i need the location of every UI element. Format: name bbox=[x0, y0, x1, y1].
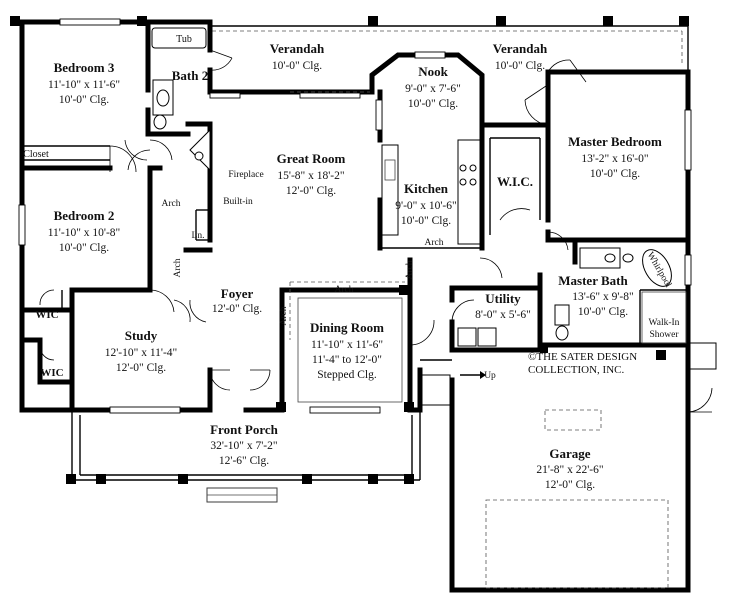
master-bedroom-dims: 13'-2" x 16'-0" bbox=[581, 153, 648, 165]
kitchen-name: Kitchen bbox=[404, 181, 449, 196]
verandah-right-name: Verandah bbox=[493, 41, 548, 56]
copyright-line2: COLLECTION, INC. bbox=[528, 364, 624, 376]
master-bedroom-name: Master Bedroom bbox=[568, 134, 662, 149]
dining-room-name: Dining Room bbox=[310, 320, 384, 335]
built-in-label: Built-in bbox=[223, 197, 253, 207]
verandah-right-clg: 10'-0" Clg. bbox=[495, 60, 545, 72]
master-bath-dims: 13'-6" x 9'-8" bbox=[572, 291, 633, 303]
kitchen-dims: 9'-0" x 10'-6" bbox=[395, 200, 456, 212]
walk-in-shower-line1: Walk-In bbox=[649, 318, 680, 328]
dining-room-dims: 11'-10" x 11'-6" bbox=[311, 339, 383, 351]
front-porch-name: Front Porch bbox=[210, 422, 279, 437]
front-porch-outline bbox=[66, 410, 421, 503]
master-bedroom-clg: 10'-0" Clg. bbox=[590, 168, 640, 180]
wic-left2-label: WIC bbox=[40, 367, 63, 379]
master-bath-clg: 10'-0" Clg. bbox=[578, 306, 628, 318]
walk-in-shower-line2: Shower bbox=[649, 330, 679, 340]
fixtures bbox=[151, 27, 717, 412]
nook-clg: 10'-0" Clg. bbox=[408, 98, 458, 110]
arch-label: Arch bbox=[279, 306, 289, 325]
tub-label: Tub bbox=[176, 34, 192, 45]
utility-dims: 8'-0" x 5'-6" bbox=[475, 309, 531, 321]
bedroom3-dims: 11'-10" x 11'-6" bbox=[48, 79, 120, 91]
wic-left1-label: WIC bbox=[35, 309, 58, 321]
arch-label: Arch bbox=[162, 199, 181, 209]
nook-dims: 9'-0" x 7'-6" bbox=[405, 83, 461, 95]
copyright-line1: ©THE SATER DESIGN bbox=[528, 351, 637, 363]
kitchen-clg: 10'-0" Clg. bbox=[401, 215, 451, 227]
arch-label: Arch bbox=[173, 258, 183, 277]
fireplace-label: Fireplace bbox=[228, 170, 263, 180]
bedroom3-name: Bedroom 3 bbox=[54, 60, 115, 75]
foyer-name: Foyer bbox=[221, 286, 254, 301]
front-porch-clg: 12'-6" Clg. bbox=[219, 455, 269, 467]
garage-name: Garage bbox=[549, 446, 590, 461]
verandah-left-clg: 10'-0" Clg. bbox=[272, 60, 322, 72]
verandah-left-name: Verandah bbox=[270, 41, 325, 56]
bedroom3-clg: 10'-0" Clg. bbox=[59, 94, 109, 106]
study-dims: 12'-10" x 11'-4" bbox=[105, 347, 178, 359]
garage-dims: 21'-8" x 22'-6" bbox=[536, 464, 603, 476]
foyer-clg: 12'-0" Clg. bbox=[212, 303, 262, 315]
bedroom2-clg: 10'-0" Clg. bbox=[59, 242, 109, 254]
utility-name: Utility bbox=[485, 291, 521, 306]
great-room-clg: 12'-0" Clg. bbox=[286, 185, 336, 197]
arch-label: Arch bbox=[335, 285, 354, 295]
study-clg: 12'-0" Clg. bbox=[116, 362, 166, 374]
great-room-name: Great Room bbox=[277, 151, 346, 166]
dining-room-dims2: 11'-4" to 12'-0" bbox=[312, 354, 382, 366]
dining-room-clg: Stepped Clg. bbox=[317, 369, 377, 381]
arch-label: Arch bbox=[405, 260, 415, 279]
interior-walls bbox=[19, 19, 691, 589]
up-label: Up bbox=[484, 371, 496, 381]
arch-label: Arch bbox=[425, 238, 444, 248]
linen-label: Ln. bbox=[192, 231, 205, 241]
closet-label: Closet bbox=[23, 149, 49, 160]
bedroom2-name: Bedroom 2 bbox=[54, 208, 115, 223]
study-name: Study bbox=[125, 328, 158, 343]
garage-clg: 12'-0" Clg. bbox=[545, 479, 595, 491]
bath2-name: Bath 2 bbox=[172, 68, 208, 83]
wic-master-label: W.I.C. bbox=[497, 174, 533, 189]
great-room-dims: 15'-8" x 18'-2" bbox=[277, 170, 344, 182]
doors bbox=[39, 49, 713, 413]
bedroom2-dims: 11'-10" x 10'-8" bbox=[48, 227, 121, 239]
master-bath-name: Master Bath bbox=[558, 273, 628, 288]
front-porch-dims: 32'-10" x 7'-2" bbox=[210, 440, 277, 452]
nook-name: Nook bbox=[418, 64, 448, 79]
